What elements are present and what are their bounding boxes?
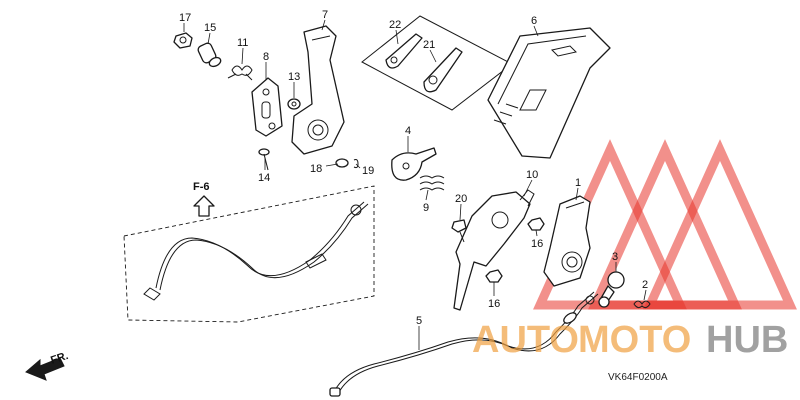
callout-16-a: 16 <box>531 238 543 250</box>
callout-6: 6 <box>531 15 537 27</box>
part-22-lever-plate <box>385 33 423 69</box>
callout-1: 1 <box>575 177 581 189</box>
callout-15: 15 <box>204 22 216 34</box>
callout-10: 10 <box>526 169 538 181</box>
part-8-plate <box>251 77 283 137</box>
part-16-nut-b <box>485 269 503 283</box>
callout-20: 20 <box>455 193 467 205</box>
part-4-plate <box>391 147 437 181</box>
front-label: FR. <box>49 350 70 367</box>
callout-14: 14 <box>258 172 270 184</box>
part-9-spring <box>419 175 445 191</box>
callout-19: 19 <box>362 165 374 177</box>
callout-22: 22 <box>389 19 401 31</box>
part-15-collar <box>197 42 222 68</box>
part-19-clip <box>353 159 359 169</box>
part-16-nut-a <box>527 217 545 231</box>
callout-9: 9 <box>423 202 429 214</box>
part-14-bolt <box>258 148 270 171</box>
watermark-hub: HUB <box>706 319 788 361</box>
part-3-joint <box>598 271 625 308</box>
watermark-text: AUTO MOTO HUB <box>472 319 788 361</box>
part-10-bracket <box>453 189 535 311</box>
callout-4: 4 <box>405 125 411 137</box>
callout-5: 5 <box>416 315 422 327</box>
part-6-cover <box>487 27 611 159</box>
front-arrow-icon <box>25 357 65 381</box>
part-13-washer <box>287 98 301 110</box>
part-17-nut <box>173 32 193 49</box>
part-2-spring <box>633 300 651 309</box>
f6-ref-label: F-6 <box>193 181 210 193</box>
callout-3: 3 <box>612 251 618 263</box>
callout-8: 8 <box>263 51 269 63</box>
callout-7: 7 <box>322 9 328 21</box>
f6-reference-area <box>123 185 375 323</box>
callout-2: 2 <box>642 279 648 291</box>
callout-16-b: 16 <box>488 298 500 310</box>
callout-17: 17 <box>179 12 191 24</box>
leader-lines <box>183 19 647 350</box>
callout-21: 21 <box>423 39 435 51</box>
watermark-auto: AUTO <box>472 319 579 361</box>
callout-13: 13 <box>288 71 300 83</box>
part-11-spring <box>227 65 253 81</box>
watermark-moto: MOTO <box>578 319 691 361</box>
part-7-lever <box>291 25 345 155</box>
part-20-bolt <box>451 219 467 243</box>
callout-11: 11 <box>237 37 248 49</box>
f6-arrow-icon <box>193 195 215 217</box>
callout-18: 18 <box>310 163 322 175</box>
callout-numbers: 17 15 11 8 13 7 14 18 19 22 21 6 4 9 10 … <box>179 9 648 327</box>
part-1-lever <box>543 195 591 287</box>
part-5-cable <box>329 291 599 397</box>
part-18-washer <box>335 158 349 168</box>
part-21-lever-plate <box>423 47 463 93</box>
diagram-code: VK64F0200A <box>608 372 668 383</box>
